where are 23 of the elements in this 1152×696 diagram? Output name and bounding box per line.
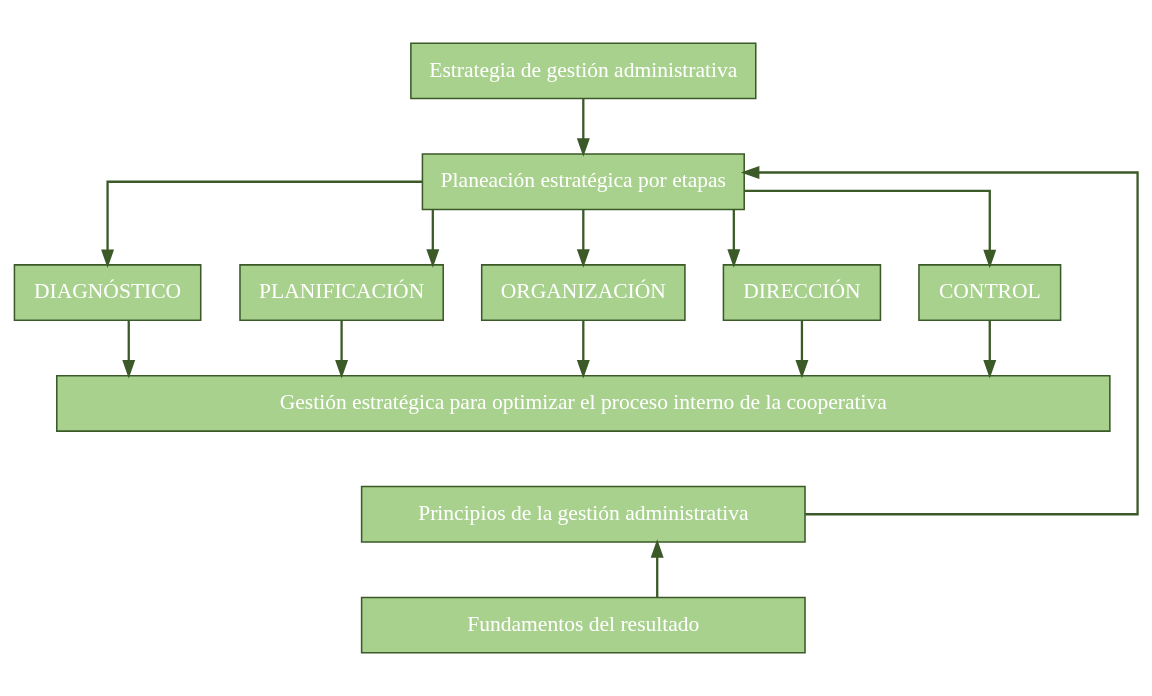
arrow (576, 98, 590, 157)
arrow (576, 209, 590, 268)
node-box: Principios de la gestión administrativa (360, 485, 806, 543)
node-box: Estrategia de gestión administrativa (410, 42, 757, 100)
arrow (576, 320, 590, 379)
arrow (744, 189, 997, 269)
arrow (101, 180, 423, 269)
node-box: PLANIFICACIÓN (239, 264, 444, 322)
arrow (727, 209, 741, 268)
node-box: Fundamentos del resultado (360, 596, 806, 654)
node-box: DIAGNÓSTICO (13, 264, 202, 322)
node-box: Planeación estratégica por etapas (421, 153, 745, 211)
arrow (983, 320, 997, 379)
node-box: ORGANIZACIÓN (480, 264, 686, 322)
node-box: CONTROL (918, 264, 1062, 322)
arrow (795, 320, 809, 379)
node-box: DIRECCIÓN (722, 264, 882, 322)
arrow (426, 209, 440, 268)
arrow (335, 320, 349, 379)
node-box: Gestión estratégica para optimizar el proceso interno de la cooperativa (56, 374, 1111, 432)
arrow (650, 539, 664, 598)
arrow (122, 320, 136, 379)
arrow (740, 166, 1139, 516)
